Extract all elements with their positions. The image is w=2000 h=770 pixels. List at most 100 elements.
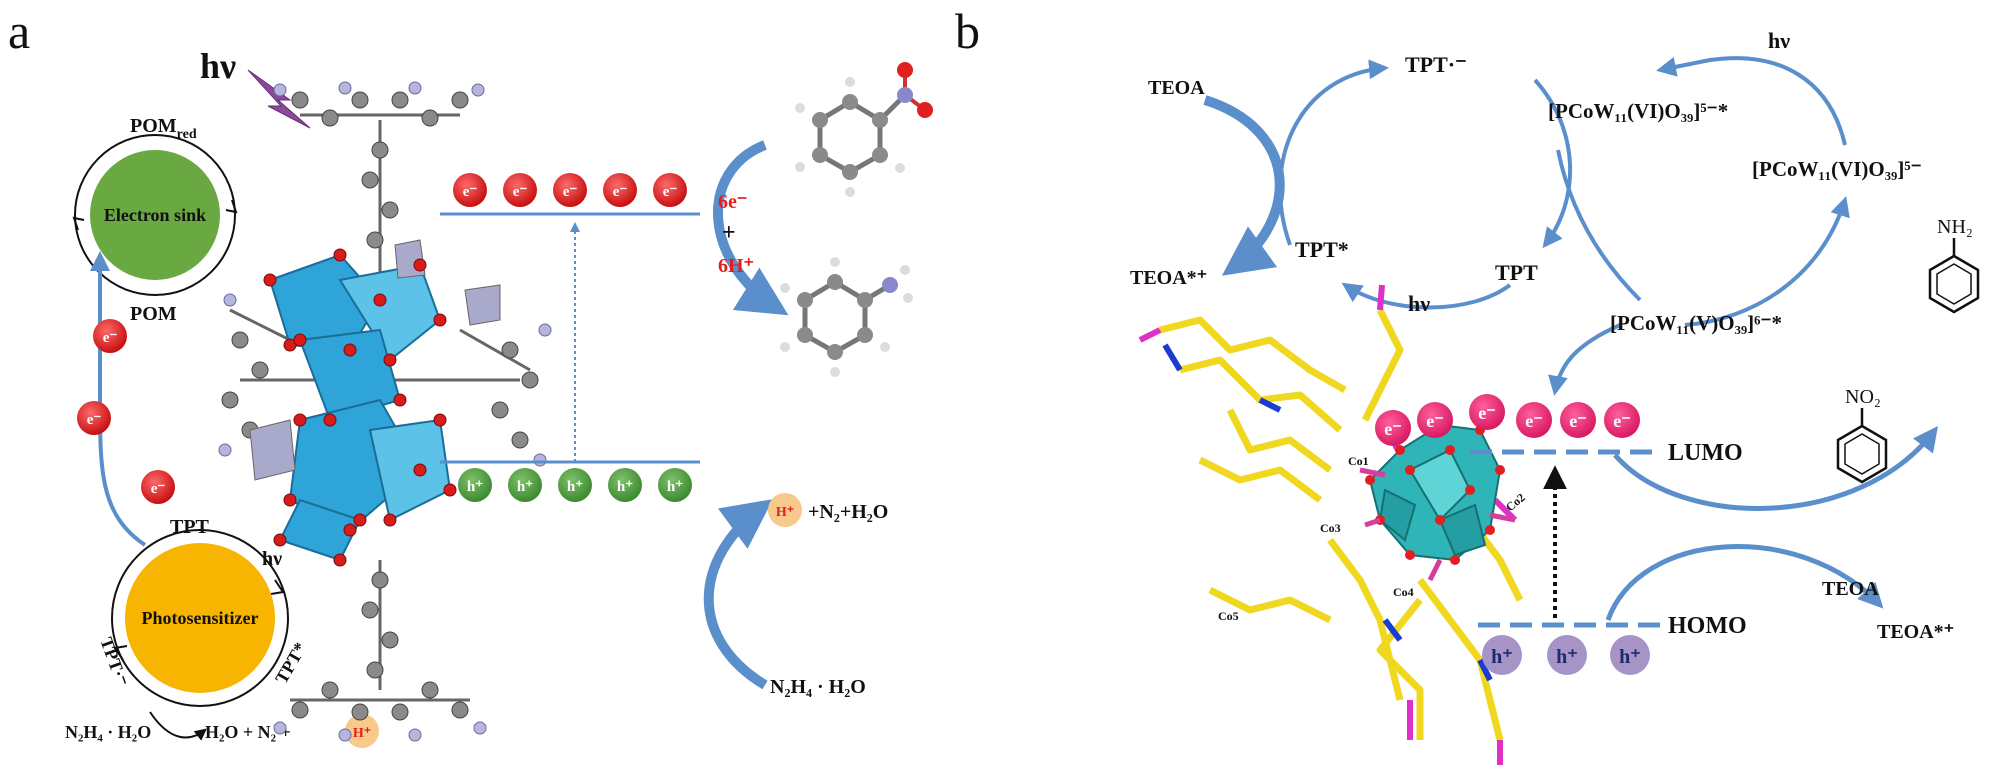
svg-text:e⁻: e⁻: [1569, 411, 1587, 431]
svg-text:h⁺: h⁺: [617, 479, 633, 495]
svg-text:e⁻: e⁻: [87, 412, 102, 428]
nitro-reduction-arrow: [1613, 426, 1939, 511]
co3-label: Co3: [1320, 521, 1341, 535]
electron-badge: e⁻: [503, 173, 537, 207]
hole-badge: h⁺: [1610, 635, 1650, 675]
teoa-consumption-arrow: [1203, 95, 1285, 276]
tpt-label: TPT: [1495, 260, 1538, 285]
tpt-cycle-arc-top: [1278, 59, 1389, 246]
electron-badge-left-1: e⁻: [93, 319, 127, 353]
hole-badge: h⁺: [1482, 635, 1522, 675]
svg-text:H⁺: H⁺: [353, 726, 371, 741]
svg-text:e⁻: e⁻: [1525, 411, 1543, 431]
photosensitizer-label: Photosensitizer: [142, 608, 259, 628]
nitrobenzene-skeletal: NO₂: [1836, 386, 1888, 484]
nitrobenzene-molecule: [795, 62, 933, 197]
svg-text:e⁻: e⁻: [103, 330, 118, 346]
pom-red-label: POMred: [130, 115, 197, 142]
hole-badge: h⁺: [608, 468, 642, 502]
electron-sink-cycle: Electron sink POMred POM: [72, 115, 238, 325]
electron-badge: e⁻: [1375, 410, 1411, 446]
electron-badge: e⁻: [603, 173, 637, 207]
electron-badge: e⁻: [1516, 402, 1552, 438]
electron-badge: e⁻: [1560, 402, 1596, 438]
electron-badge: e⁻: [553, 173, 587, 207]
svg-text:h⁺: h⁺: [517, 479, 533, 495]
pom-label: POM: [130, 303, 177, 325]
hole-badge: h⁺: [508, 468, 542, 502]
co1-label: Co1: [1348, 454, 1369, 468]
hydrazine-right-label: N₂H₄ · H₂O: [770, 676, 866, 698]
svg-text:h⁺: h⁺: [567, 479, 583, 495]
n2-h2o-label: +N₂+H₂O: [808, 501, 888, 523]
svg-text:e⁻: e⁻: [1384, 419, 1402, 439]
teoa-star-bottom-label: TEOA*⁺: [1877, 621, 1954, 643]
electron-badge-left-2: e⁻: [77, 401, 111, 435]
plus-label: +: [722, 220, 736, 246]
tpt-star-label: TPT*: [271, 639, 310, 687]
tpt-label: TPT: [170, 516, 210, 538]
panel-b: b TEOA TEOA*⁺ TPT·⁻ TPT* TPT hν hν [PCoW…: [955, 3, 1980, 765]
svg-text:H⁺: H⁺: [776, 505, 794, 520]
pcow-vi-star-label: [PCoW₁₁(VI)O₃₉]⁵⁻*: [1548, 99, 1728, 123]
electron-badge-left-3: e⁻: [141, 470, 175, 504]
svg-text:e⁻: e⁻: [563, 184, 578, 200]
panel-a: a hν Electron sink POMred POM e⁻ e⁻: [8, 3, 933, 748]
electron-transfer-arrow: [90, 251, 147, 547]
electron-row: e⁻ e⁻ e⁻ e⁻ e⁻: [453, 173, 687, 207]
pom-cycle-arc-bottom: [1684, 196, 1850, 327]
teoa-oxidation-arrow: [1605, 544, 1884, 621]
svg-text:h⁺: h⁺: [1619, 646, 1641, 668]
homo-label: HOMO: [1668, 613, 1747, 639]
svg-text:e⁻: e⁻: [663, 184, 678, 200]
tpt-cycle-arc-bottom: [1341, 282, 1512, 310]
pom-to-cluster-arrow: [1548, 323, 1621, 396]
electron-row-b: e⁻ e⁻ e⁻ e⁻ e⁻ e⁻: [1375, 394, 1640, 446]
tpt-star-label: TPT*: [1295, 237, 1349, 262]
hole-row: h⁺ h⁺ h⁺ h⁺ h⁺: [458, 468, 692, 502]
electron-badge: e⁻: [1604, 402, 1640, 438]
hv-small-label: hν: [262, 548, 282, 570]
co4-label: Co4: [1393, 585, 1414, 599]
svg-text:h⁺: h⁺: [667, 479, 683, 495]
hole-badge: h⁺: [458, 468, 492, 502]
panel-a-label: a: [8, 3, 30, 59]
electron-badge: e⁻: [653, 173, 687, 207]
tpt-radical-label: TPT·⁻: [96, 635, 132, 689]
teoa-star-top-label: TEOA*⁺: [1130, 267, 1207, 289]
oxidation-curve-arrow: [703, 499, 774, 690]
svg-text:e⁻: e⁻: [1426, 411, 1444, 431]
products-left-label: H₂O + N₂ +: [205, 722, 291, 742]
tpt-cycle-arc-right: [1533, 78, 1572, 249]
photosensitizer-sphere: [125, 543, 275, 693]
hole-badge: h⁺: [658, 468, 692, 502]
aniline-skeletal: NH₂: [1928, 216, 1980, 314]
hv-top-label: hν: [1768, 28, 1790, 53]
co5-label: Co5: [1218, 609, 1239, 623]
hv-label: hν: [200, 46, 236, 86]
teoa-bottom-label: TEOA: [1822, 578, 1879, 600]
svg-text:e⁻: e⁻: [463, 184, 478, 200]
tpt-radical-label: TPT·⁻: [1405, 52, 1467, 77]
svg-text:e⁻: e⁻: [151, 481, 166, 497]
reduction-curve-arrow: [713, 140, 789, 316]
nh2-label: NH₂: [1937, 216, 1973, 238]
reaction-curve-arrow: [149, 711, 207, 741]
teoa-top-label: TEOA: [1148, 77, 1205, 99]
svg-text:h⁺: h⁺: [1491, 646, 1513, 668]
six-h-label: 6H⁺: [718, 255, 754, 277]
tpt-to-pom-arc: [1556, 149, 1642, 302]
hydrazine-left-label: N₂H₄ · H₂O: [65, 722, 151, 742]
lumo-label: LUMO: [1668, 440, 1743, 466]
proton-badge-left: H⁺: [345, 714, 379, 748]
panel-b-label: b: [955, 3, 980, 59]
framework-structure: Co1 Co2 Co3 Co4 Co5: [1138, 284, 1528, 765]
hv-bottom-label: hν: [1408, 291, 1430, 316]
svg-text:e⁻: e⁻: [613, 184, 628, 200]
pom-cluster-structure: [218, 81, 552, 742]
svg-text:e⁻: e⁻: [1478, 403, 1496, 423]
electron-sink-label: Electron sink: [104, 205, 206, 225]
svg-text:e⁻: e⁻: [1613, 411, 1631, 431]
pcow-v-star-label: [PCoW₁₁(V)O₃₉]⁶⁻*: [1610, 311, 1782, 335]
